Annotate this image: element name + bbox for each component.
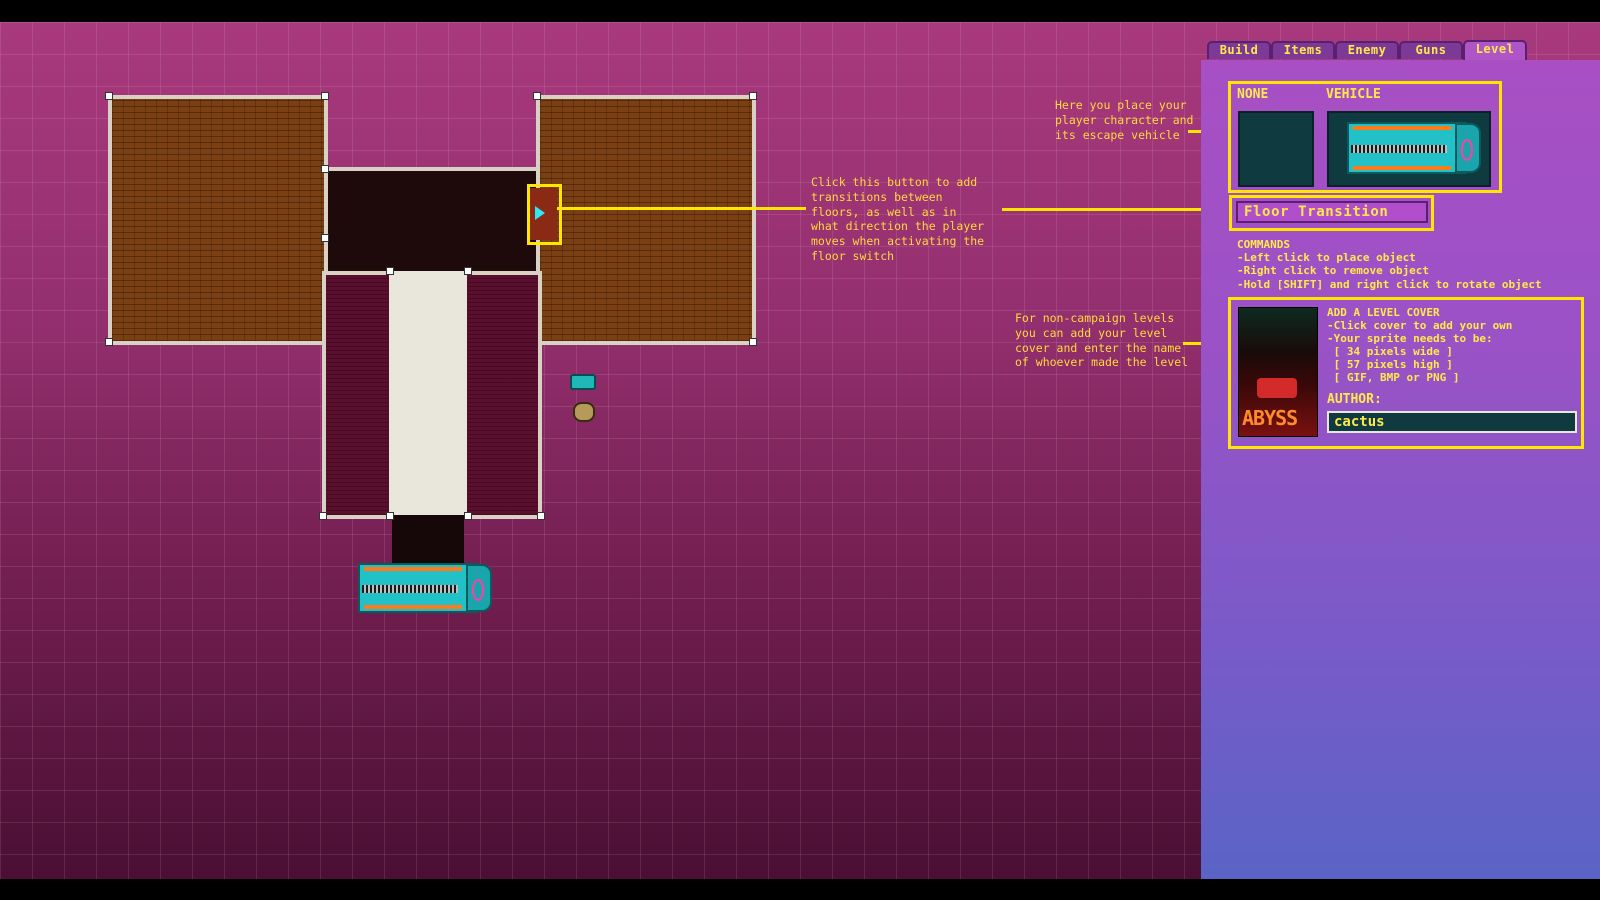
- none-slot[interactable]: [1238, 111, 1314, 187]
- commands-title: COMMANDS: [1237, 238, 1290, 251]
- command-line: -Hold [SHIFT] and right click to rotate …: [1237, 278, 1542, 291]
- van-front: [1455, 123, 1481, 173]
- player-character-marker[interactable]: [570, 374, 596, 390]
- cover-art-text: ABYSS: [1242, 406, 1298, 430]
- floor-switch[interactable]: [529, 188, 557, 240]
- van-front: [466, 564, 492, 612]
- cover-instruction: -Click cover to add your own: [1327, 319, 1513, 332]
- wall-post: [464, 512, 472, 520]
- wall-post: [321, 234, 329, 242]
- annotation-line-switch: [557, 207, 806, 210]
- van-roof-rack: [362, 584, 458, 593]
- floor-transition-button[interactable]: Floor Transition: [1236, 201, 1428, 223]
- wall-post: [749, 92, 757, 100]
- player-character-sprite[interactable]: [573, 402, 595, 422]
- cover-instruction: [ GIF, BMP or PNG ]: [1327, 371, 1460, 384]
- command-line: -Left click to place object: [1237, 251, 1416, 264]
- wall-post: [321, 165, 329, 173]
- annotation-line-button: [1002, 208, 1229, 211]
- annotation-transition: Click this button to add transitions bet…: [811, 175, 985, 263]
- room-dark-center[interactable]: [324, 167, 540, 275]
- tab-level[interactable]: Level: [1463, 40, 1527, 60]
- wall-post: [749, 338, 757, 346]
- floor-transition-label: Floor Transition: [1244, 204, 1389, 220]
- van-stripe-top: [364, 567, 462, 571]
- wall-post: [321, 92, 329, 100]
- annotation-cover: For non-campaign levels you can add your…: [1015, 311, 1189, 370]
- tab-build[interactable]: Build: [1207, 41, 1271, 59]
- cover-title: ADD A LEVEL COVER: [1327, 306, 1440, 319]
- tab-enemy[interactable]: Enemy: [1335, 41, 1399, 59]
- vehicle-preview: [1345, 119, 1481, 177]
- author-value: cactus: [1334, 414, 1385, 430]
- none-label: NONE: [1237, 87, 1269, 102]
- van-stripe-bottom: [1353, 166, 1451, 170]
- van-grille: [472, 579, 484, 601]
- corridor-dark[interactable]: [392, 515, 464, 565]
- wall-post: [537, 512, 545, 520]
- escape-van-on-map[interactable]: [356, 560, 492, 616]
- wall-post: [105, 338, 113, 346]
- cover-creature-icon: [1257, 378, 1297, 398]
- level-cover-highlight: [1228, 297, 1584, 449]
- van-roof-rack: [1351, 144, 1447, 153]
- van-stripe-bottom: [364, 605, 462, 609]
- tab-guns[interactable]: Guns: [1399, 41, 1463, 59]
- vehicle-label: VEHICLE: [1326, 87, 1381, 102]
- floor-transition-highlight: [1229, 195, 1434, 231]
- room-wood-left[interactable]: [108, 95, 328, 345]
- annotation-player: Here you place your player character and…: [1055, 98, 1194, 142]
- wall-post: [533, 92, 541, 100]
- wall-post: [386, 512, 394, 520]
- van-stripe-top: [1353, 126, 1451, 130]
- floor-white-strip[interactable]: [389, 271, 467, 515]
- wall-post: [464, 267, 472, 275]
- level-cover-image[interactable]: ABYSS: [1238, 307, 1318, 437]
- player-vehicle-highlight: [1228, 81, 1502, 193]
- room-wood-right[interactable]: [536, 95, 756, 345]
- wall-post: [386, 267, 394, 275]
- level-settings-panel: NONE VEHICLE Floor Transition COMMANDS -…: [1201, 60, 1600, 879]
- cover-instruction: -Your sprite needs to be:: [1327, 332, 1493, 345]
- wall-post: [319, 512, 327, 520]
- vehicle-slot[interactable]: [1327, 111, 1491, 187]
- cover-instruction: [ 57 pixels high ]: [1327, 358, 1453, 371]
- author-label: AUTHOR:: [1327, 392, 1382, 407]
- command-line: -Right click to remove object: [1237, 264, 1430, 277]
- tab-items[interactable]: Items: [1271, 41, 1335, 59]
- author-input[interactable]: cactus: [1327, 411, 1577, 433]
- cover-instruction: [ 34 pixels wide ]: [1327, 345, 1453, 358]
- van-grille: [1461, 138, 1473, 162]
- floor-switch-highlight: [527, 184, 562, 245]
- arrow-right-icon: [535, 206, 545, 220]
- wall-post: [105, 92, 113, 100]
